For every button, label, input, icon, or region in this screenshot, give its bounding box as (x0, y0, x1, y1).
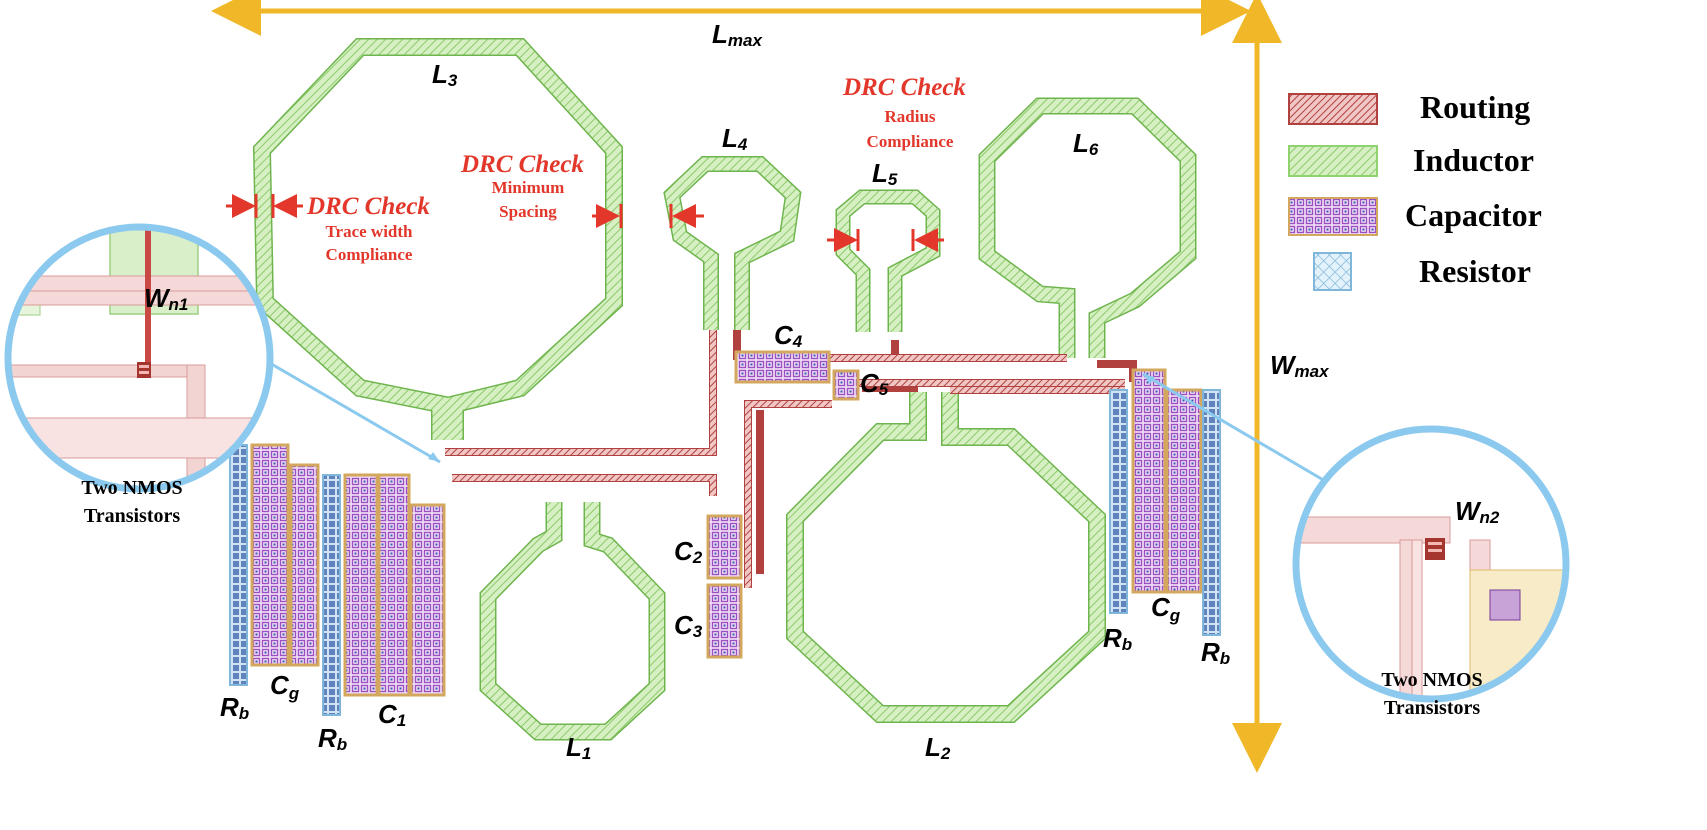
svg-text:DRC Check: DRC Check (842, 74, 966, 101)
svg-text:Spacing: Spacing (499, 202, 557, 221)
wmax-label: Wmax (1270, 350, 1330, 381)
svg-text:Inductor: Inductor (1413, 142, 1534, 178)
inductor-l6 (978, 97, 1197, 358)
svg-text:Routing: Routing (1420, 89, 1530, 125)
svg-text:Transistors: Transistors (1384, 697, 1481, 719)
svg-text:Capacitor: Capacitor (1405, 197, 1542, 233)
label-rb-right1: Rb (1103, 623, 1132, 654)
inductor-l1 (479, 502, 666, 741)
callout-right: Wn2 Two NMOS Transistors (1142, 372, 1570, 719)
label-rb-right2: Rb (1201, 637, 1230, 668)
legend-inductor: Inductor (1288, 142, 1534, 178)
resistor-rb-right2 (1202, 389, 1221, 636)
label-l4: L4 (722, 123, 748, 154)
inductor-l2 (786, 392, 1106, 723)
capacitor-c2 (706, 514, 743, 580)
svg-text:Resistor: Resistor (1419, 253, 1531, 289)
svg-text:Compliance: Compliance (326, 245, 413, 264)
legend-capacitor: Capacitor (1288, 197, 1542, 236)
drc-radius: DRC Check Radius Compliance (842, 74, 966, 151)
label-c1: C1 (378, 699, 406, 730)
resistor-rb-mid (322, 474, 341, 716)
label-c4: C4 (774, 320, 803, 351)
label-cg-left: Cg (270, 670, 300, 703)
capacitor-c5 (832, 369, 860, 401)
drc-trace-width: DRC Check Trace width Compliance (306, 193, 430, 264)
inductor-l4 (663, 156, 802, 330)
capacitor-cg-left (250, 443, 320, 667)
label-rb-left: Rb (220, 692, 249, 723)
lmax-label: Lmax (712, 19, 763, 50)
svg-text:Minimum: Minimum (492, 178, 565, 197)
label-l1: L1 (566, 732, 591, 763)
svg-text:Two NMOS: Two NMOS (1381, 669, 1482, 691)
svg-text:Radius: Radius (884, 107, 935, 126)
label-c3: C3 (674, 610, 703, 641)
label-c2: C2 (674, 536, 703, 567)
label-c5: C5 (860, 368, 889, 399)
drc-minimum-spacing: DRC Check Minimum Spacing (460, 151, 584, 221)
label-l5: L5 (872, 158, 898, 189)
label-l3: L3 (432, 59, 458, 90)
inductor-l3 (252, 38, 623, 440)
label-wn1: Wn1 (144, 283, 188, 314)
svg-text:Trace width: Trace width (325, 222, 413, 241)
callout-left: Wn1 Two NMOS Transistors (4, 223, 441, 527)
legend-resistor: Resistor (1313, 252, 1531, 291)
svg-text:DRC Check: DRC Check (306, 193, 430, 220)
capacitor-c1 (343, 473, 446, 697)
routing-traces (445, 330, 1137, 588)
label-l6: L6 (1073, 128, 1099, 159)
resistor-rb-left (229, 444, 248, 686)
capacitor-c3 (706, 583, 743, 659)
svg-text:DRC Check: DRC Check (460, 151, 584, 178)
capacitor-cg-right (1131, 368, 1203, 594)
label-wn2: Wn2 (1455, 496, 1500, 527)
inductor-l5 (835, 189, 941, 332)
svg-text:Transistors: Transistors (84, 505, 181, 527)
legend-routing: Routing (1288, 89, 1530, 125)
resistor-rb-right1 (1109, 389, 1128, 614)
legend: Routing Inductor Capacitor Resistor (1288, 89, 1542, 291)
label-rb-mid: Rb (318, 723, 347, 754)
svg-text:Compliance: Compliance (867, 132, 954, 151)
drc-markers (226, 194, 944, 252)
label-cg-right: Cg (1151, 592, 1181, 625)
svg-text:Two NMOS: Two NMOS (81, 477, 182, 499)
label-l2: L2 (925, 732, 951, 763)
capacitor-c4 (734, 350, 831, 384)
